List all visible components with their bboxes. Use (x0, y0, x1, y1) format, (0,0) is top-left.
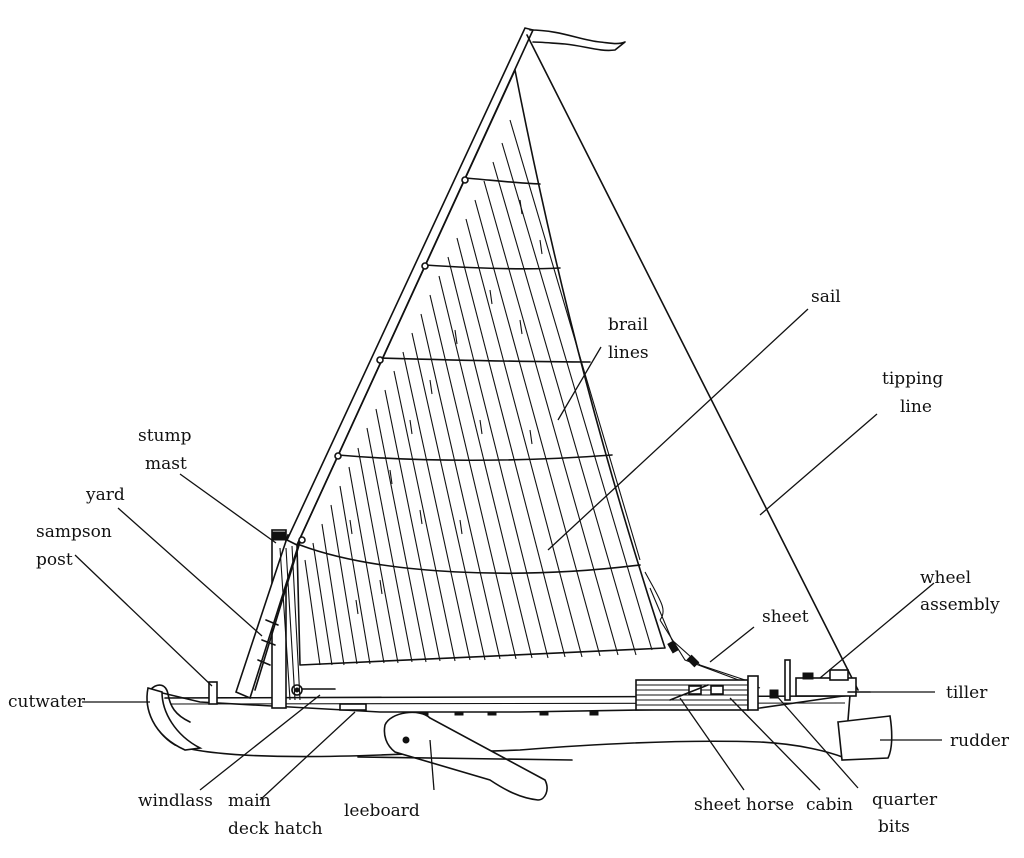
main-deck-hatch-shape (339, 703, 367, 711)
leader-lines (74, 308, 942, 801)
sheet-shape (644, 571, 761, 689)
label-stump-mast-line1: stump (138, 426, 192, 446)
label-tipping-line-line1: tipping (882, 369, 943, 389)
label-sail: sail (811, 287, 841, 307)
pennant-flag (529, 29, 626, 52)
cabin-shape (635, 675, 759, 711)
label-windlass: windlass (138, 791, 213, 811)
yard-spar (285, 27, 535, 547)
label-yard: yard (85, 485, 125, 505)
label-tiller: tiller (946, 683, 988, 703)
label-brail-lines-line1: brail (608, 315, 648, 335)
label-sheet-horse: sheet horse (694, 795, 794, 815)
label-sheet: sheet (762, 607, 809, 627)
tipping-line-shape (526, 34, 859, 691)
yard-shape (235, 533, 301, 701)
rudder-shape (837, 715, 893, 761)
label-leeboard: leeboard (344, 801, 420, 821)
label-cabin: cabin (806, 795, 853, 815)
label-brail-lines-line2: lines (608, 343, 649, 363)
windlass-shape (291, 684, 336, 696)
label-sampson-post-line2: post (36, 550, 73, 570)
sail-shape (296, 69, 666, 666)
label-main-deck-hatch-line2: deck hatch (228, 819, 323, 839)
wheel-assembly-shape (784, 659, 857, 701)
cutwater-shape (146, 686, 203, 751)
label-wheel-assembly-line1: wheel (920, 568, 971, 588)
label-quarter-bits-line1: quarter (872, 790, 938, 810)
label-quarter-bits-line2: bits (878, 817, 910, 837)
label-tipping-line-line2: line (900, 397, 932, 417)
label-sampson-post-line1: sampson (36, 522, 112, 542)
label-rudder: rudder (950, 731, 1010, 751)
quarter-bits-shape (769, 689, 779, 699)
label-wheel-assembly-line2: assembly (920, 595, 1000, 615)
label-main-deck-hatch-line1: main (228, 791, 271, 811)
sampson-post-shape (208, 681, 218, 705)
label-cutwater: cutwater (8, 692, 86, 712)
label-stump-mast-line2: mast (145, 454, 187, 474)
leeboard-shape (357, 711, 573, 801)
sheet-horse-shape (669, 684, 709, 701)
